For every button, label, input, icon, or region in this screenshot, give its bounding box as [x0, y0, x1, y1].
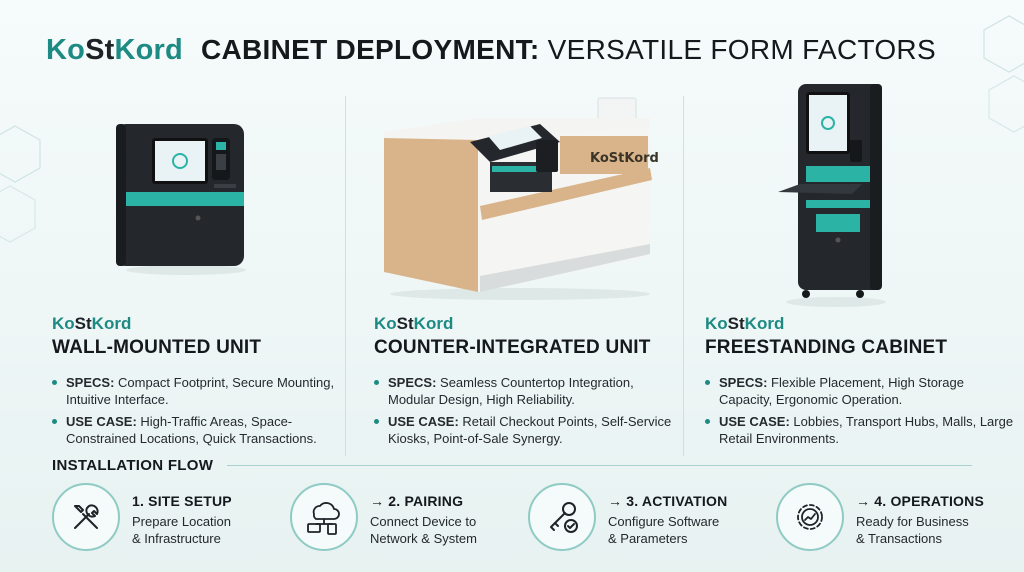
step-title: 1. SITE SETUP — [132, 493, 232, 509]
product-wall-mounted: KoStKord WALL-MOUNTED UNIT SPECS: Compac… — [52, 314, 362, 452]
installation-flow-title: INSTALLATION FLOW — [52, 457, 214, 474]
brand-logo: KoStKord — [46, 33, 183, 66]
key-check-icon — [550, 502, 578, 533]
column-divider-2 — [683, 96, 684, 456]
flow-divider-line — [227, 465, 972, 466]
spec-item: SPECS: Seamless Countertop Integration, … — [374, 374, 684, 408]
product-spec-list: SPECS: Compact Footprint, Secure Mountin… — [52, 374, 362, 447]
step-description: Configure Software& Parameters — [608, 514, 720, 546]
page-title: CABINET DEPLOYMENT: VERSATILE FORM FACTO… — [200, 34, 936, 65]
freestanding-cabinet-illustration — [778, 84, 886, 307]
hexagon-decoration-left — [0, 125, 41, 243]
step-description: Ready for Business& Transactions — [856, 514, 969, 546]
spec-item: SPECS: Flexible Placement, High Storage … — [705, 374, 1015, 408]
step-icon-circle — [52, 483, 120, 551]
step-icon-circle — [776, 483, 844, 551]
step-title: → 4. OPERATIONS — [856, 493, 984, 509]
step-description: Prepare Location& Infrastructure — [132, 514, 232, 546]
step-icon-circle — [528, 483, 596, 551]
usecase-item: USE CASE: High-Traffic Areas, Space-Cons… — [52, 413, 362, 447]
step-title: → 3. ACTIVATION — [608, 493, 728, 509]
product-freestanding: KoStKord FREESTANDING CABINET SPECS: Fle… — [705, 314, 1015, 452]
page-header: KoStKord CABINET DEPLOYMENT: VERSATILE F… — [46, 30, 936, 70]
product-brand: KoStKord — [705, 314, 785, 333]
installation-flow-header: INSTALLATION FLOW — [52, 457, 972, 474]
flow-step-activation: → 3. ACTIVATION Configure Software& Para… — [528, 483, 748, 551]
product-title: WALL-MOUNTED UNIT — [52, 337, 262, 358]
gear-chart-icon — [797, 504, 823, 530]
product-title: FREESTANDING CABINET — [705, 337, 948, 358]
cloud-devices-icon — [307, 502, 340, 535]
flow-step-site-setup: 1. SITE SETUP Prepare Location& Infrastr… — [52, 483, 272, 551]
product-title: COUNTER-INTEGRATED UNIT — [374, 337, 651, 358]
hexagon-decoration-right — [983, 15, 1024, 133]
usecase-item: USE CASE: Retail Checkout Points, Self-S… — [374, 413, 684, 447]
tools-icon — [74, 504, 99, 529]
step-icon-circle — [290, 483, 358, 551]
spec-item: SPECS: Compact Footprint, Secure Mountin… — [52, 374, 362, 408]
column-divider-1 — [345, 96, 346, 456]
product-spec-list: SPECS: Seamless Countertop Integration, … — [374, 374, 684, 447]
step-title: → 2. PAIRING — [370, 493, 464, 509]
product-counter-integrated: KoStKord COUNTER-INTEGRATED UNIT SPECS: … — [374, 314, 684, 452]
flow-step-operations: → 4. OPERATIONS Ready for Business& Tran… — [776, 483, 996, 551]
wall-mounted-unit-illustration — [116, 124, 246, 275]
product-spec-list: SPECS: Flexible Placement, High Storage … — [705, 374, 1015, 447]
product-brand: KoStKord — [52, 314, 132, 333]
usecase-item: USE CASE: Lobbies, Transport Hubs, Malls… — [705, 413, 1015, 447]
counter-brand-label: KoStKord — [590, 151, 659, 166]
product-brand: KoStKord — [374, 314, 454, 333]
counter-integrated-unit-illustration: KoStKord — [384, 97, 659, 300]
